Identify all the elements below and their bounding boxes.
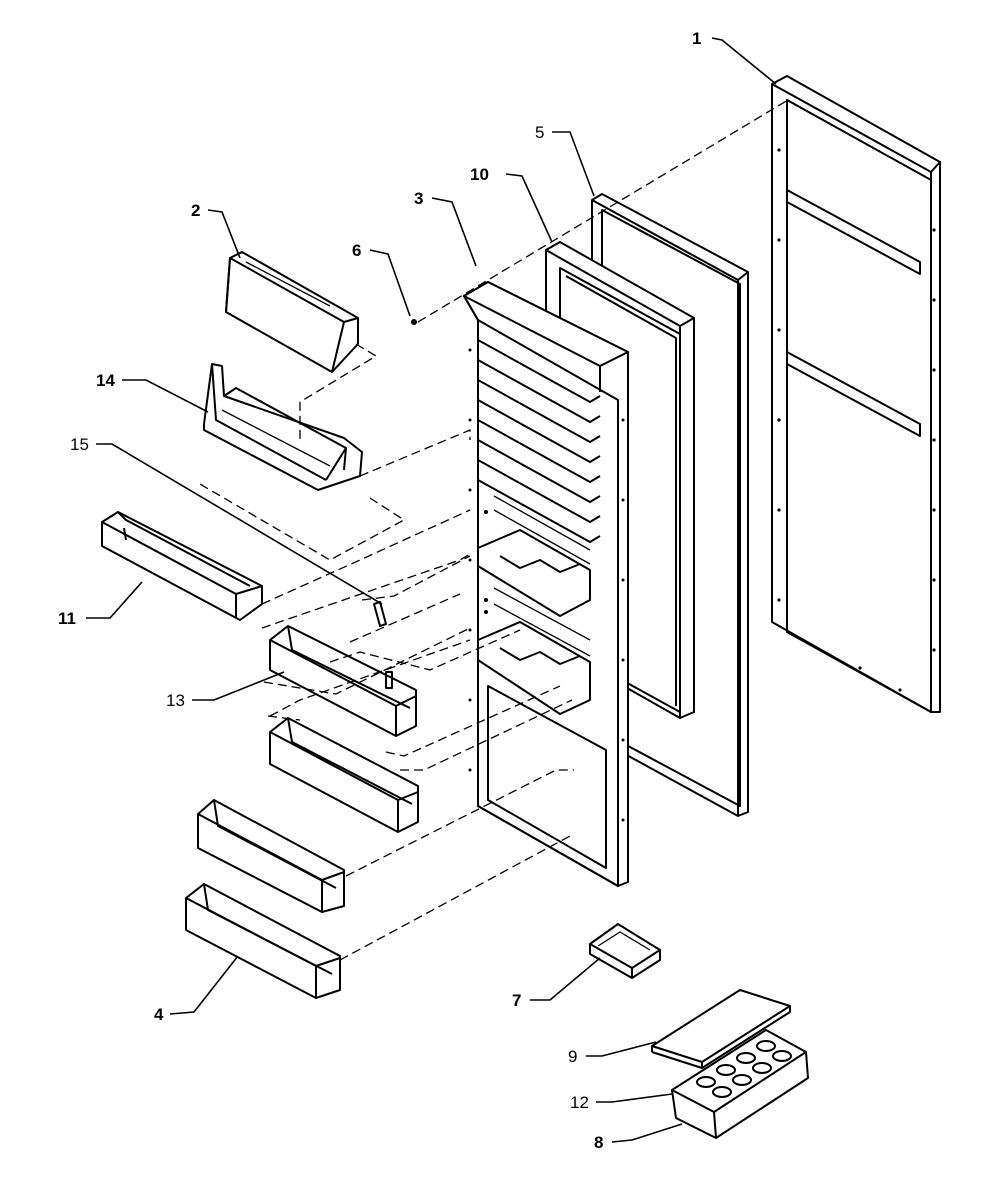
leader-lines [86,37,777,1143]
door-liner [463,281,629,887]
ice-tray [671,1029,807,1113]
callout-15: 15 [70,435,89,454]
door-bin-11 [101,511,263,621]
screw-part [411,319,417,325]
door-bin-13-upper [269,625,417,737]
callout-1: 1 [692,29,701,48]
assembly-lines [199,99,789,961]
door-liner-ribs [477,339,601,565]
callout-14: 14 [96,371,115,390]
callout-7: 7 [512,991,521,1010]
callout-6: 6 [352,241,361,260]
callout-12: 12 [570,1093,589,1112]
ice-tray-cover [651,989,791,1069]
door-bin-4-upper [197,799,345,913]
small-tray [589,923,661,979]
door-liner-screws [468,348,625,822]
callout-13: 13 [166,691,185,710]
callout-3: 3 [414,189,423,208]
shelf-bin-14 [203,363,363,491]
callout-11: 11 [58,609,76,628]
ice-tray-cups [696,1040,792,1098]
callout-8: 8 [594,1133,603,1152]
door-bin-4-lower [185,883,341,999]
callout-labels: 1 2 3 4 5 6 7 8 9 10 11 12 13 14 15 [58,29,701,1152]
dairy-bin [225,251,359,373]
retainer-clip [373,601,387,627]
ice-bin [671,1051,809,1139]
callout-4: 4 [154,1005,164,1024]
door-outer-panel [771,75,941,713]
callout-10: 10 [470,165,489,184]
door-outer-screws [777,148,936,692]
callout-5: 5 [535,123,544,142]
callout-2: 2 [191,201,200,220]
callout-9: 9 [568,1047,577,1066]
